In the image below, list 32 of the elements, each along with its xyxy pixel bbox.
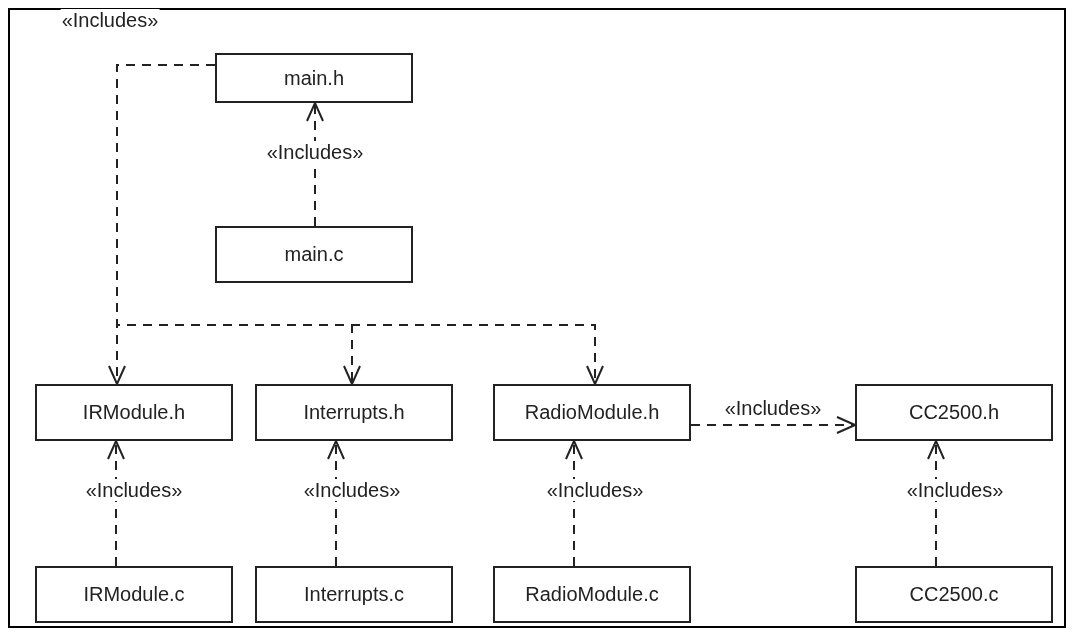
file-box <box>493 384 691 441</box>
file-box <box>493 566 691 623</box>
file-box <box>215 226 413 283</box>
dependency-arrow <box>565 440 583 567</box>
edge-label: «Includes» <box>265 141 365 163</box>
file-box <box>855 566 1053 623</box>
edge-label: «Includes» <box>84 479 184 501</box>
dependency-arrow <box>327 440 345 567</box>
file-box <box>255 384 453 441</box>
file-box <box>35 566 233 623</box>
file-name: main.h <box>284 66 344 90</box>
file-box <box>855 384 1053 441</box>
file-box <box>215 53 413 103</box>
dependency-arrow <box>116 64 604 385</box>
file-box <box>35 384 233 441</box>
dependency-arrow <box>927 440 945 567</box>
dependency-arrow <box>690 416 856 434</box>
edge-label: «Includes» <box>545 479 645 501</box>
file-name: CC2500.h <box>908 401 1000 424</box>
edge-label: «Includes» <box>302 479 402 501</box>
file-box <box>255 566 453 623</box>
dependency-arrow <box>107 440 125 567</box>
file-name: IRModule.c <box>83 583 185 606</box>
edge-label: «Includes» <box>905 479 1005 501</box>
file-name: Interrupts.c <box>303 583 404 606</box>
file-name: RadioModule.h <box>524 401 660 424</box>
file-name: CC2500.c <box>909 583 999 606</box>
file-name: Interrupts.h <box>303 401 405 424</box>
dependency-arrow <box>306 102 324 227</box>
file-name: RadioModule.c <box>525 583 659 606</box>
file-name: main.c <box>284 243 344 266</box>
file-name: IRModule.h <box>82 401 186 424</box>
